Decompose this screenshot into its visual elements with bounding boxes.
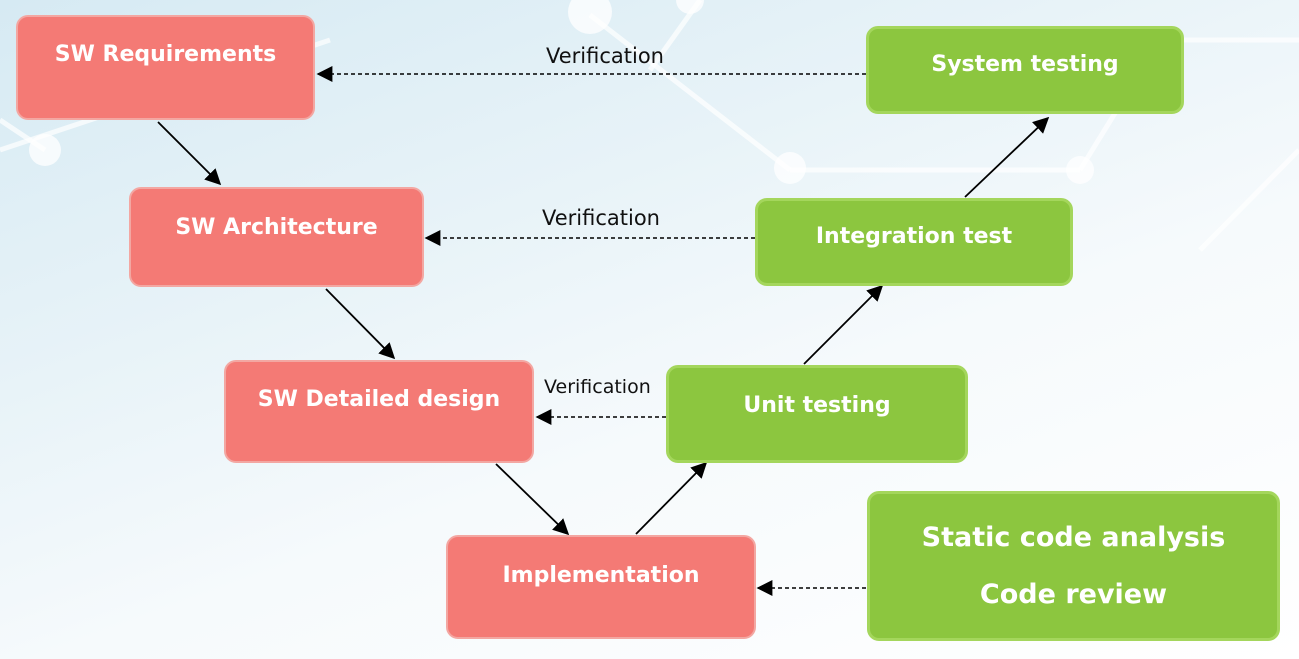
unit-testing-box: Unit testing <box>666 365 968 463</box>
verification-label-middle: Verification <box>542 206 660 230</box>
system-testing-label: System testing <box>931 51 1119 77</box>
arrow-detailed-design-to-implementation <box>495 463 570 536</box>
verification-label-top: Verification <box>546 44 664 68</box>
sw-detailed-design-box: SW Detailed design <box>224 360 534 463</box>
static-code-analysis-label: Static code analysis <box>921 522 1226 553</box>
system-testing-box: System testing <box>866 26 1184 114</box>
arrow-architecture-to-detailed-design <box>325 288 396 360</box>
implementation-label: Implementation <box>502 562 700 588</box>
verification-label-bottom: Verification <box>544 376 651 398</box>
sw-architecture-label: SW Architecture <box>175 214 378 240</box>
sw-requirements-box: SW Requirements <box>16 15 315 120</box>
sw-detailed-design-label: SW Detailed design <box>257 387 501 412</box>
static-checks-box: Static code analysis Code review <box>867 491 1280 641</box>
code-review-label: Code review <box>979 579 1168 610</box>
integration-test-label: Integration test <box>815 223 1013 249</box>
arrow-implementation-to-unit-testing <box>635 461 708 535</box>
implementation-box: Implementation <box>446 535 756 639</box>
sw-architecture-box: SW Architecture <box>129 187 424 287</box>
arrow-unit-testing-to-integration-test <box>803 284 884 365</box>
sw-requirements-label: SW Requirements <box>54 42 277 67</box>
background-nodes <box>29 0 1094 184</box>
unit-testing-label: Unit testing <box>743 392 891 418</box>
integration-test-box: Integration test <box>755 198 1073 286</box>
arrow-requirements-to-architecture <box>157 121 222 186</box>
arrow-integration-test-to-system-testing <box>964 116 1050 198</box>
